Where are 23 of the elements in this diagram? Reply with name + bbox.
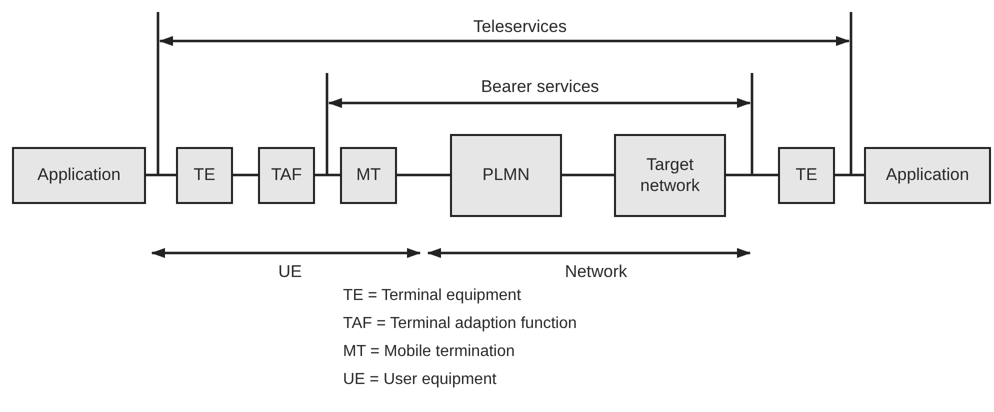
process-box: TAF: [258, 147, 315, 204]
connector-line: [397, 174, 450, 176]
legend-text: TE = Terminal equipment: [343, 287, 522, 305]
span-label: Teleservices: [473, 17, 567, 37]
connector-line: [562, 174, 614, 176]
process-box: Target network: [614, 134, 726, 217]
process-box: MT: [340, 147, 397, 204]
process-box: TE: [778, 147, 835, 204]
process-box: PLMN: [450, 134, 562, 217]
legend-text: MT = Mobile termination: [343, 343, 515, 361]
span-label: Network: [564, 262, 628, 282]
process-box: Application: [12, 147, 146, 204]
connector-line: [726, 174, 778, 176]
span-label: UE: [278, 262, 302, 282]
connector-line: [315, 174, 340, 176]
span-label: Bearer services: [480, 77, 600, 97]
legend-text: UE = User equipment: [343, 371, 496, 389]
process-box: Application: [864, 147, 991, 204]
connector-line: [835, 174, 864, 176]
legend-text: TAF = Terminal adaption function: [343, 315, 577, 333]
connector-line: [233, 174, 258, 176]
connector-line: [146, 174, 176, 176]
process-box: TE: [176, 147, 233, 204]
